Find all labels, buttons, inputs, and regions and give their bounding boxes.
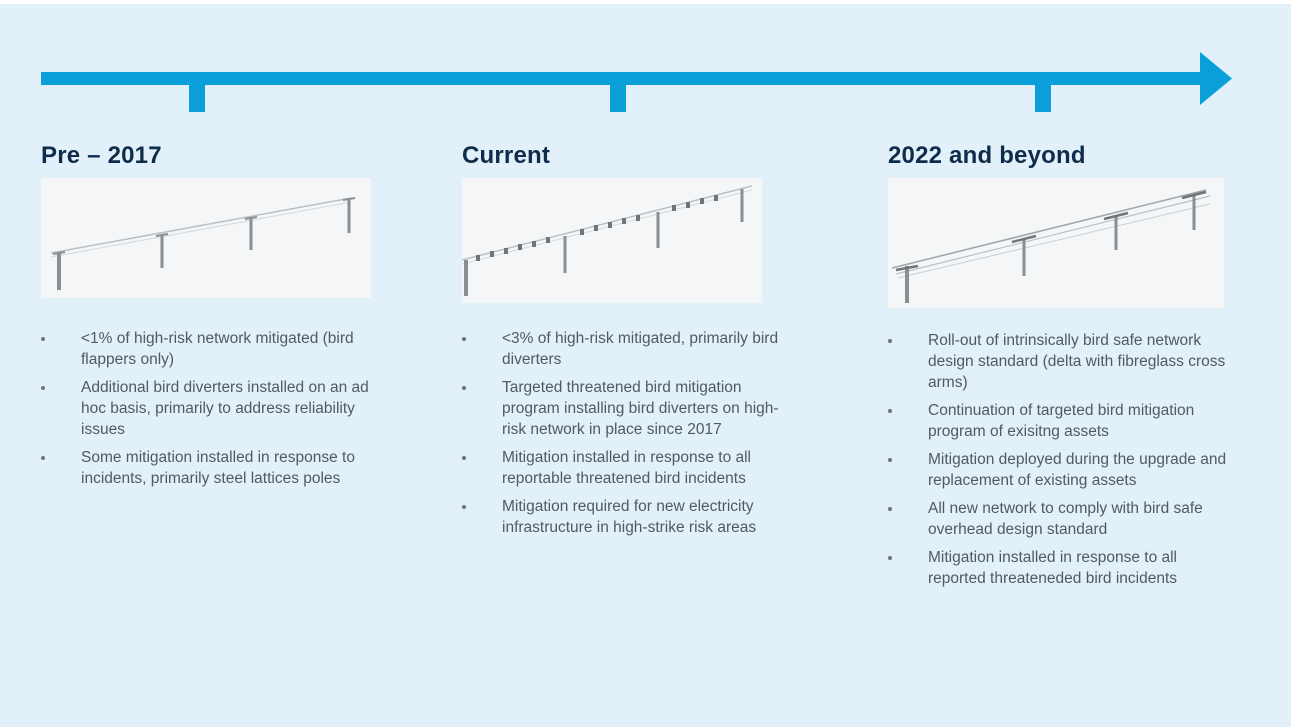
timeline-tick-1 [189,84,205,112]
timeline-panel [0,4,1291,727]
timeline-shaft [41,72,1206,85]
timeline-tick-3 [1035,84,1051,112]
power-line-with-diverters-icon [462,178,762,303]
stage-heading: 2022 and beyond [888,142,1086,169]
bullet-dot-icon [888,507,892,511]
power-line-delta-crossarm-icon [888,178,1224,308]
timeline-tick-2 [610,84,626,112]
list-item: <3% of high-risk mitigated, primarily bi… [462,328,792,370]
timeline-arrow [41,52,1232,112]
stage-bullet-list: Roll-out of intrinsically bird safe netw… [888,330,1228,596]
list-item: Some mitigation installed in response to… [41,447,371,489]
list-item: Mitigation installed in response to all … [462,447,792,489]
bullet-dot-icon [888,409,892,413]
bullet-dot-icon [41,337,45,341]
power-line-plain-icon [41,178,371,298]
list-item: Roll-out of intrinsically bird safe netw… [888,330,1228,393]
list-item: <1% of high-risk network mitigated (bird… [41,328,371,370]
arrowhead-icon [1200,52,1232,105]
bullet-dot-icon [888,339,892,343]
bullet-dot-icon [462,386,466,390]
stage-pre-2017: Pre – 2017 <1% of high-risk network miti… [41,140,401,487]
list-item: All new network to comply with bird safe… [888,498,1228,540]
bullet-dot-icon [888,458,892,462]
list-item: Targeted threatened bird mitigation prog… [462,377,792,440]
bullet-dot-icon [462,456,466,460]
stage-bullet-list: <3% of high-risk mitigated, primarily bi… [462,328,792,545]
bullet-dot-icon [888,556,892,560]
bullet-dot-icon [41,386,45,390]
bullet-dot-icon [462,337,466,341]
list-item: Mitigation required for new electricity … [462,496,792,538]
bullet-dot-icon [41,456,45,460]
stage-heading: Pre – 2017 [41,142,162,169]
list-item: Mitigation installed in response to all … [888,547,1228,589]
stage-heading: Current [462,142,551,169]
list-item: Continuation of targeted bird mitigation… [888,400,1228,442]
stage-bullet-list: <1% of high-risk network mitigated (bird… [41,328,371,496]
stage-2022-and-beyond: 2022 and beyond Roll-out of intrinsicall… [888,140,1268,587]
list-item: Mitigation deployed during the upgrade a… [888,449,1228,491]
stage-current: Current <3% of high-risk mitigated, p [462,140,822,536]
bullet-dot-icon [462,505,466,509]
list-item: Additional bird diverters installed on a… [41,377,371,440]
